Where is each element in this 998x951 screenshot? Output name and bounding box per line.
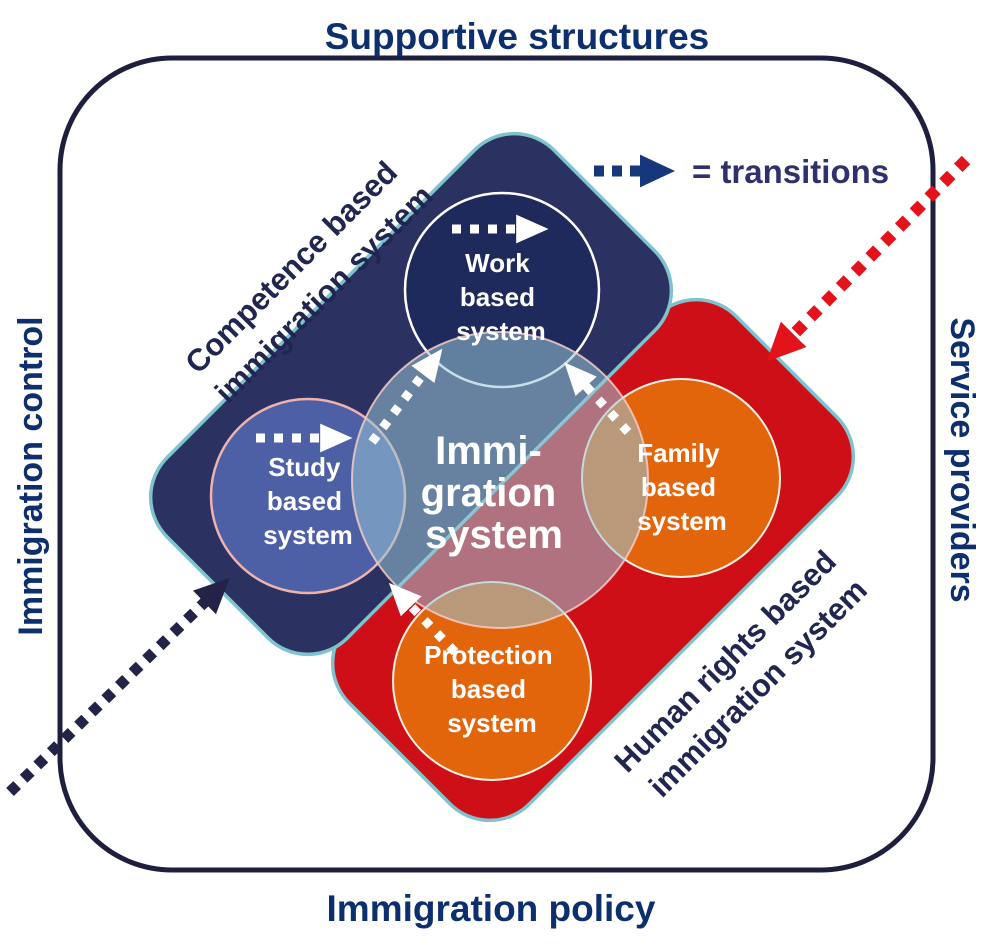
outer-frame-border — [57, 55, 936, 873]
title-supportive-structures: Supportive structures — [325, 16, 709, 57]
center-circle-label: Immi- gration system — [421, 429, 568, 557]
immigration-control-arrow-icon — [6, 577, 230, 796]
study-to-work-transition-arrow-icon — [368, 348, 443, 445]
title-service-providers: Service providers — [943, 317, 981, 602]
center-circle — [351, 331, 649, 629]
title-immigration-policy: Immigration policy — [327, 888, 656, 929]
family-circle-label: Family based system — [637, 438, 727, 536]
work-circle-label: Work based system — [456, 248, 546, 346]
title-immigration-control: Immigration control — [12, 316, 50, 635]
protection-to-study-transition-arrow-icon — [388, 582, 459, 656]
study-circle-label: Study based system — [263, 452, 353, 550]
protection-circle-label: Protection based system — [424, 640, 560, 738]
legend-label: = transitions — [692, 153, 889, 190]
